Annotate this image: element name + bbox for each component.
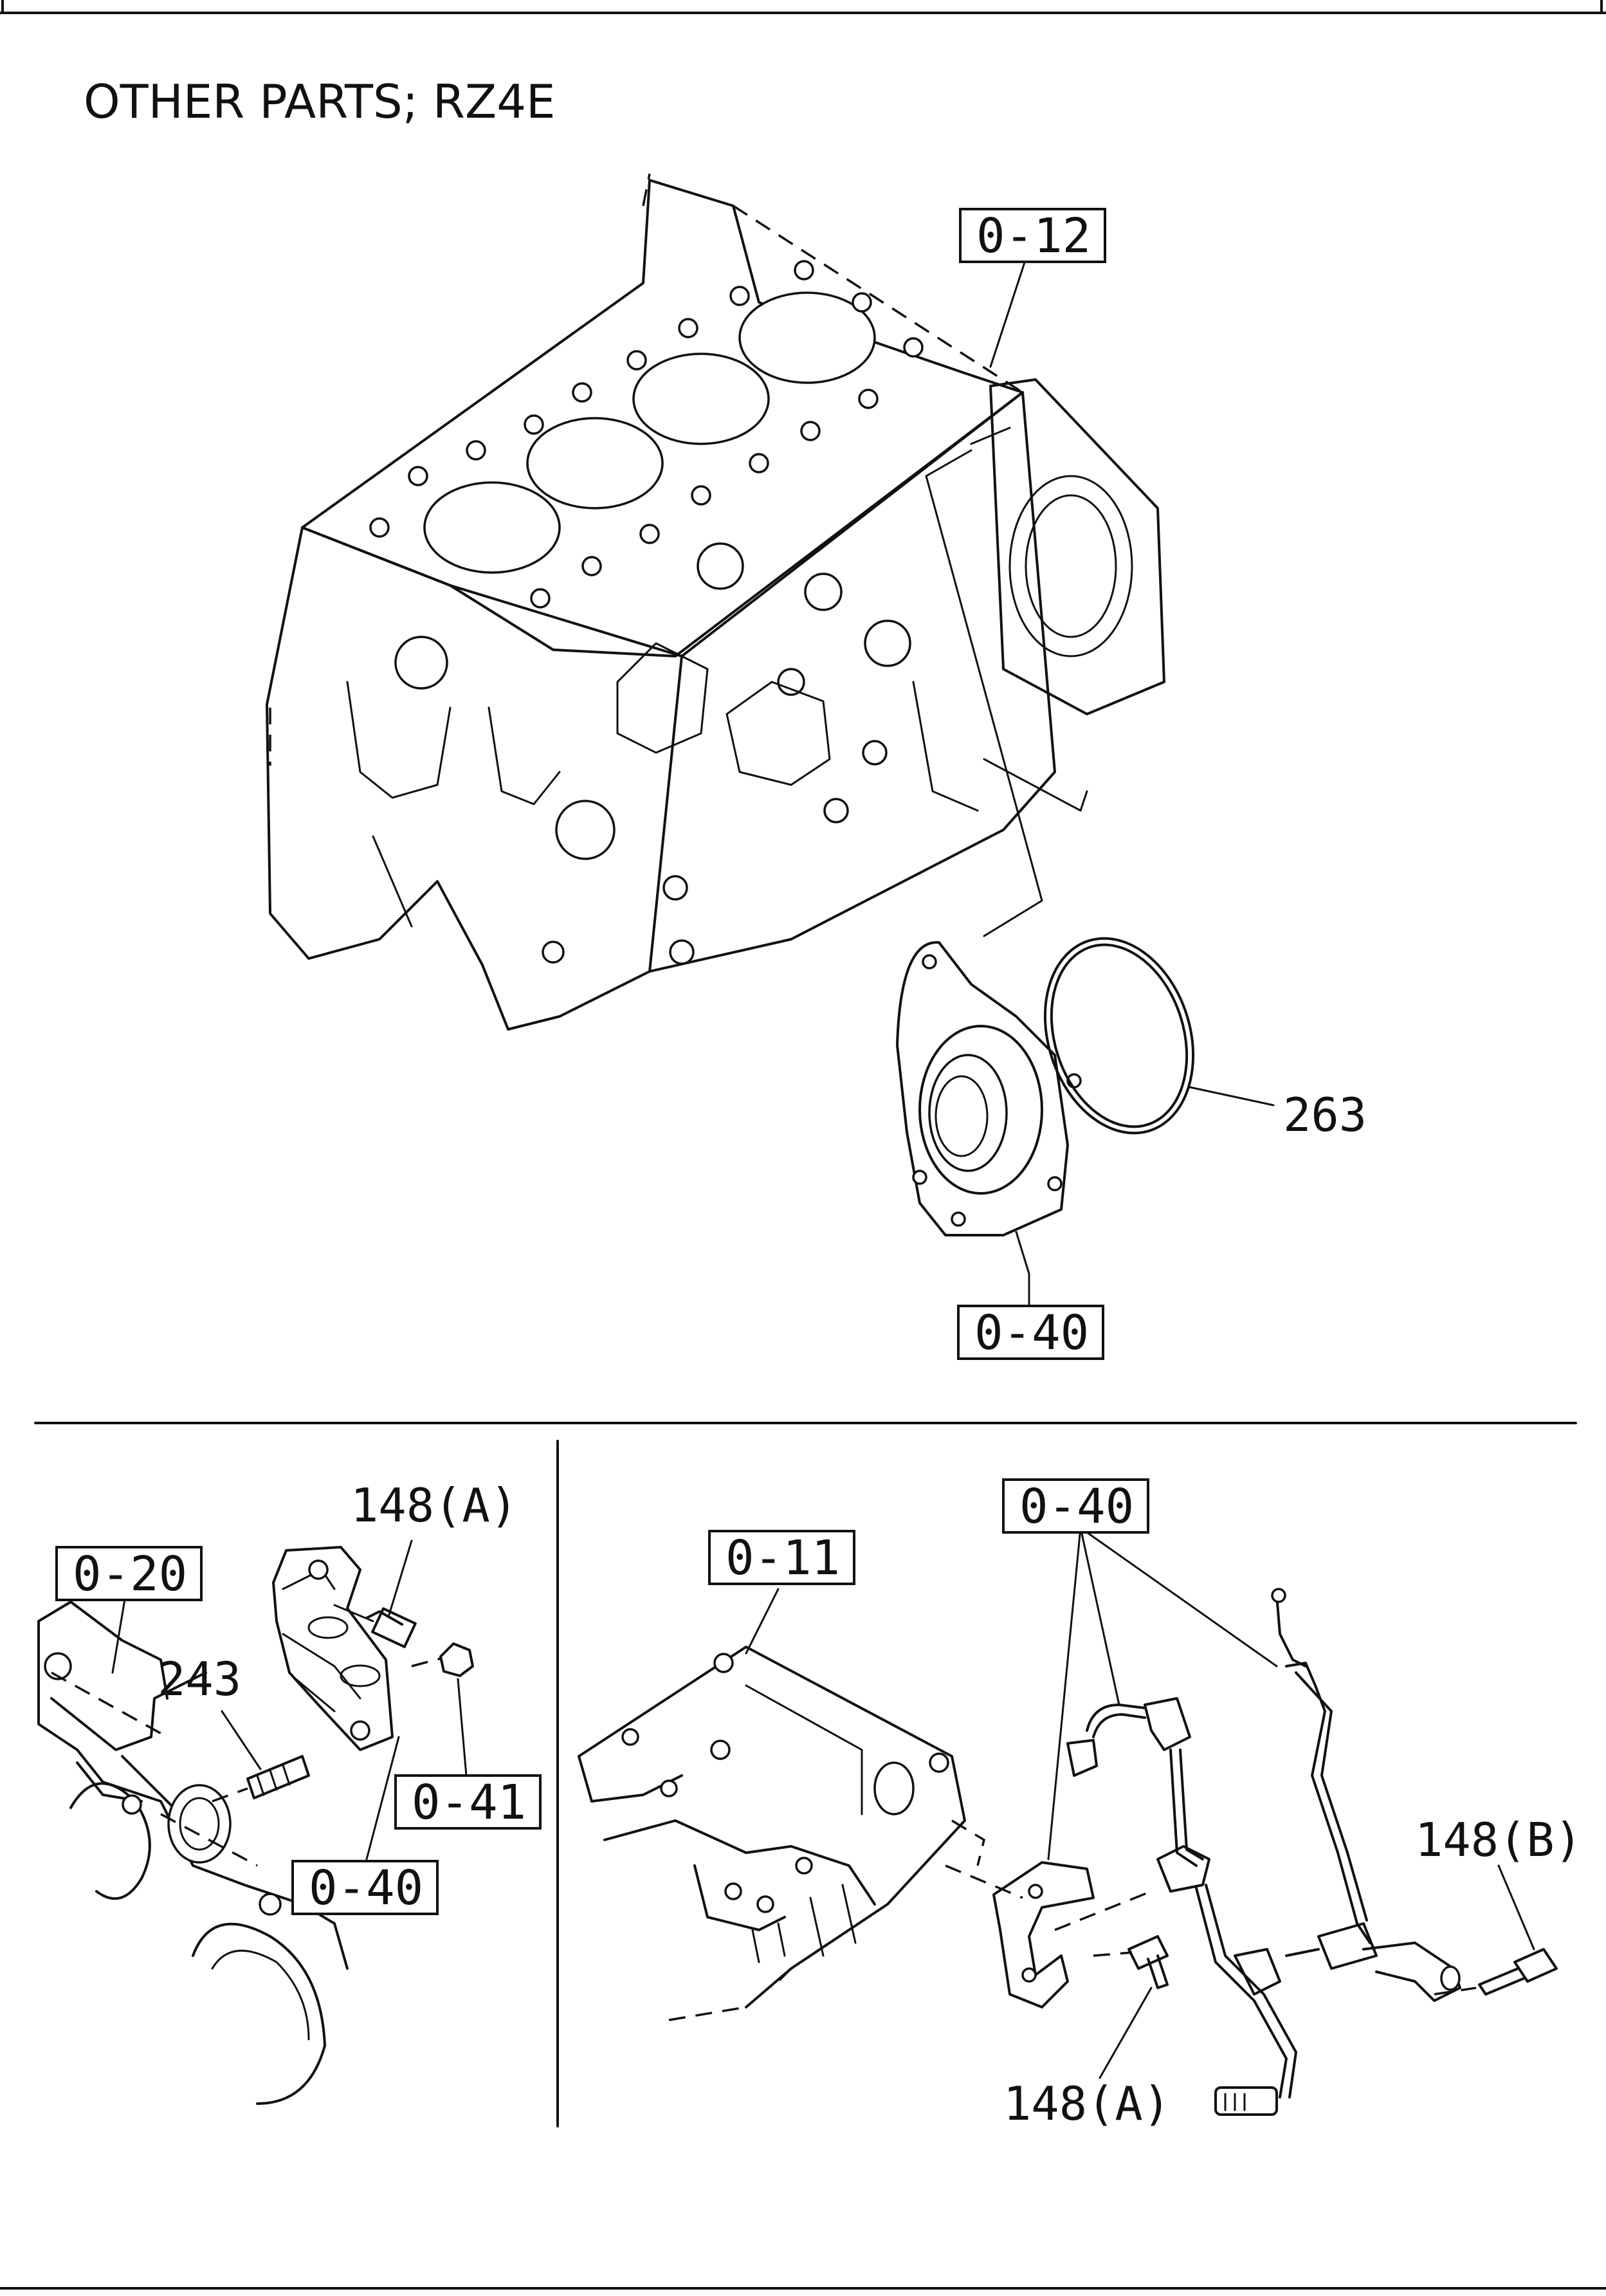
cylinder-block-drawing: [266, 173, 1165, 1031]
nut-0-41-drawing: [411, 1642, 474, 1677]
o-ring-263-drawing: [1043, 937, 1195, 1135]
svg-text:0-40: 0-40: [309, 1860, 423, 1916]
sensor-harness-drawing: [1066, 1697, 1297, 2116]
label-148a-left[interactable]: 148(A): [351, 1478, 518, 1532]
callout-0-20[interactable]: 0-20: [55, 1546, 203, 1602]
leader-0-11: [745, 1588, 780, 1655]
bolt-148a-right-drawing: [1093, 1935, 1169, 1989]
callout-0-40-left[interactable]: 0-40: [291, 1860, 439, 1916]
leader-0-40-right-a: [1047, 1527, 1082, 1860]
svg-text:0-11: 0-11: [725, 1530, 840, 1586]
leader-148a-right: [1099, 1987, 1153, 2079]
stud-243-drawing: [212, 1755, 310, 1803]
crank-sensor-drawing: [1271, 1588, 1461, 2002]
svg-text:0-20: 0-20: [73, 1547, 187, 1602]
callout-0-41[interactable]: 0-41: [394, 1774, 542, 1830]
leader-0-41: [457, 1678, 468, 1777]
label-263[interactable]: 263: [1283, 1088, 1367, 1142]
leader-148a-left: [388, 1539, 413, 1616]
oil-seal-retainer-drawing: [896, 941, 1082, 1236]
svg-text:0-40: 0-40: [974, 1305, 1089, 1361]
bolt-148a-left-drawing: [333, 1604, 417, 1648]
lower-block-drawing: [578, 1646, 986, 2021]
cam-sensor-drawing: [272, 1546, 394, 1751]
leader-0-12: [989, 257, 1027, 368]
leader-243: [221, 1710, 262, 1770]
leader-0-20: [111, 1594, 127, 1674]
callout-0-11[interactable]: 0-11: [708, 1530, 855, 1586]
sensor-bracket-drawing: [945, 1861, 1152, 2008]
callout-0-40-top[interactable]: 0-40: [957, 1305, 1104, 1361]
svg-text:0-40: 0-40: [1019, 1479, 1134, 1534]
leader-0-40-right-b: [1079, 1527, 1120, 1706]
label-148b[interactable]: 148(B): [1415, 1813, 1582, 1867]
leader-seal-to-block: [925, 449, 1043, 937]
leader-263: [1189, 1086, 1275, 1107]
page-title: OTHER PARTS; RZ4E: [84, 75, 556, 129]
front-cover-drawing: [37, 1601, 349, 2105]
bolt-148b-drawing: [1434, 1948, 1558, 1996]
callout-0-12[interactable]: 0-12: [959, 208, 1106, 264]
leader-148b: [1497, 1864, 1535, 1951]
svg-text:0-12: 0-12: [976, 208, 1091, 264]
callout-0-40-right[interactable]: 0-40: [1002, 1478, 1149, 1534]
svg-text:0-41: 0-41: [412, 1775, 526, 1830]
leader-0-40-left: [365, 1736, 400, 1860]
leader-0-40-right-c: [1079, 1527, 1278, 1667]
label-243[interactable]: 243: [158, 1652, 241, 1706]
leader-0-40-top: [1015, 1231, 1030, 1306]
label-148a-right[interactable]: 148(A): [1003, 2077, 1171, 2131]
